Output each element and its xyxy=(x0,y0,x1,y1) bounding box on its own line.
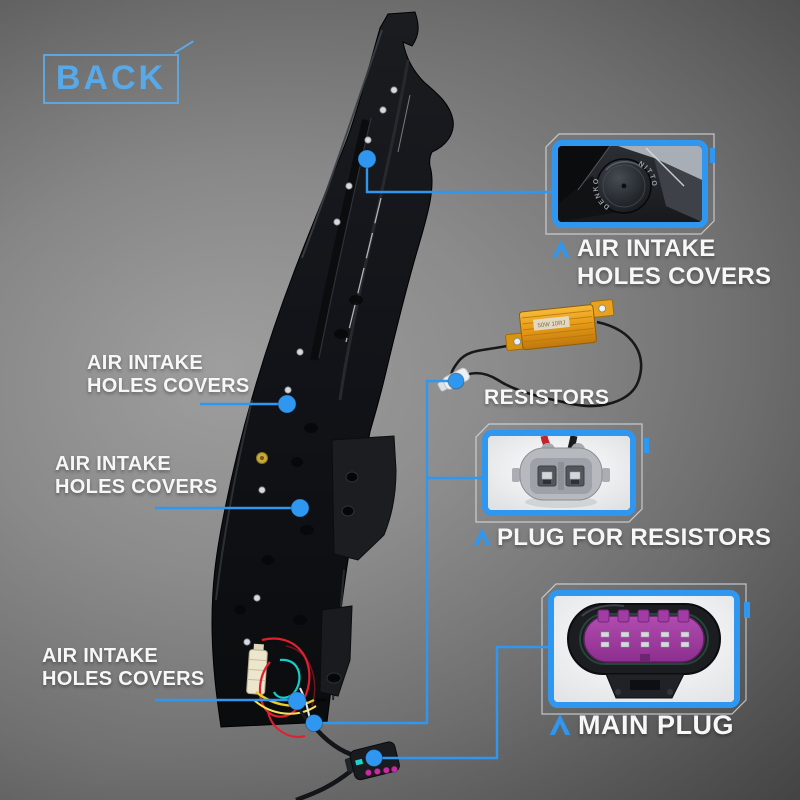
callout-line-main-plug xyxy=(380,645,548,760)
air-intake-callout-label: AIR INTAKE HOLES COVERS xyxy=(577,235,771,291)
callout-dot-left-3 xyxy=(287,691,307,711)
callout-line-air-intake-top xyxy=(365,159,552,194)
chevron-up-icon xyxy=(552,240,570,258)
air-intake-label-1: AIR INTAKE HOLES COVERS xyxy=(87,352,250,398)
inset-photo-main-plug xyxy=(548,590,740,708)
back-badge: BACK xyxy=(43,40,194,104)
inset-photo-air-intake: DENKO NITTO xyxy=(552,140,708,228)
callout-line-resistors xyxy=(318,379,448,725)
callout-lines xyxy=(155,159,552,760)
back-badge-label: BACK xyxy=(55,58,167,97)
callout-dot-main-plug xyxy=(365,749,383,767)
callout-dot-left-2 xyxy=(290,498,310,518)
air-intake-label-3: AIR INTAKE HOLES COVERS xyxy=(42,645,205,691)
callout-dot-resistor-plug xyxy=(305,714,323,732)
chevron-up-icon xyxy=(549,714,571,735)
inset-frame-tabs xyxy=(644,148,750,618)
main-plug-label: MAIN PLUG xyxy=(578,710,734,740)
main-plug-photo xyxy=(567,603,721,699)
callout-dot-top xyxy=(357,149,377,169)
label-line: HOLES COVERS xyxy=(577,263,772,290)
screw-dots xyxy=(243,86,398,646)
label-line: HOLES COVERS xyxy=(42,668,205,690)
label-line: HOLES COVERS xyxy=(55,476,218,498)
bulb-socket-connector xyxy=(246,643,268,695)
plug-teeth xyxy=(597,609,690,623)
inset-photo-plug-for-resistors xyxy=(482,430,636,516)
label-line: AIR INTAKE xyxy=(42,645,158,667)
callout-dot-left-1 xyxy=(277,394,297,414)
label-line: HOLES COVERS xyxy=(87,375,250,397)
resistor-plug-photo xyxy=(512,436,610,508)
recessed-holes xyxy=(234,295,363,625)
tail-light-housing xyxy=(211,11,454,728)
air-intake-label-2: AIR INTAKE HOLES COVERS xyxy=(55,453,218,499)
label-line: AIR INTAKE xyxy=(55,453,171,475)
plug-for-resistors-label: PLUG FOR RESISTORS xyxy=(497,524,772,551)
resistors-label: RESISTORS xyxy=(484,386,610,409)
inset-frame-outlines xyxy=(475,133,747,715)
plug-pins xyxy=(600,631,690,648)
callout-dots xyxy=(277,149,465,767)
chevron-up-icon xyxy=(473,528,491,546)
callout-dot-resistor-connector xyxy=(447,372,465,390)
label-line: AIR INTAKE xyxy=(577,235,716,262)
label-line: AIR INTAKE xyxy=(87,352,203,374)
resistor-marking-text: 50W 10RJ xyxy=(537,320,565,329)
